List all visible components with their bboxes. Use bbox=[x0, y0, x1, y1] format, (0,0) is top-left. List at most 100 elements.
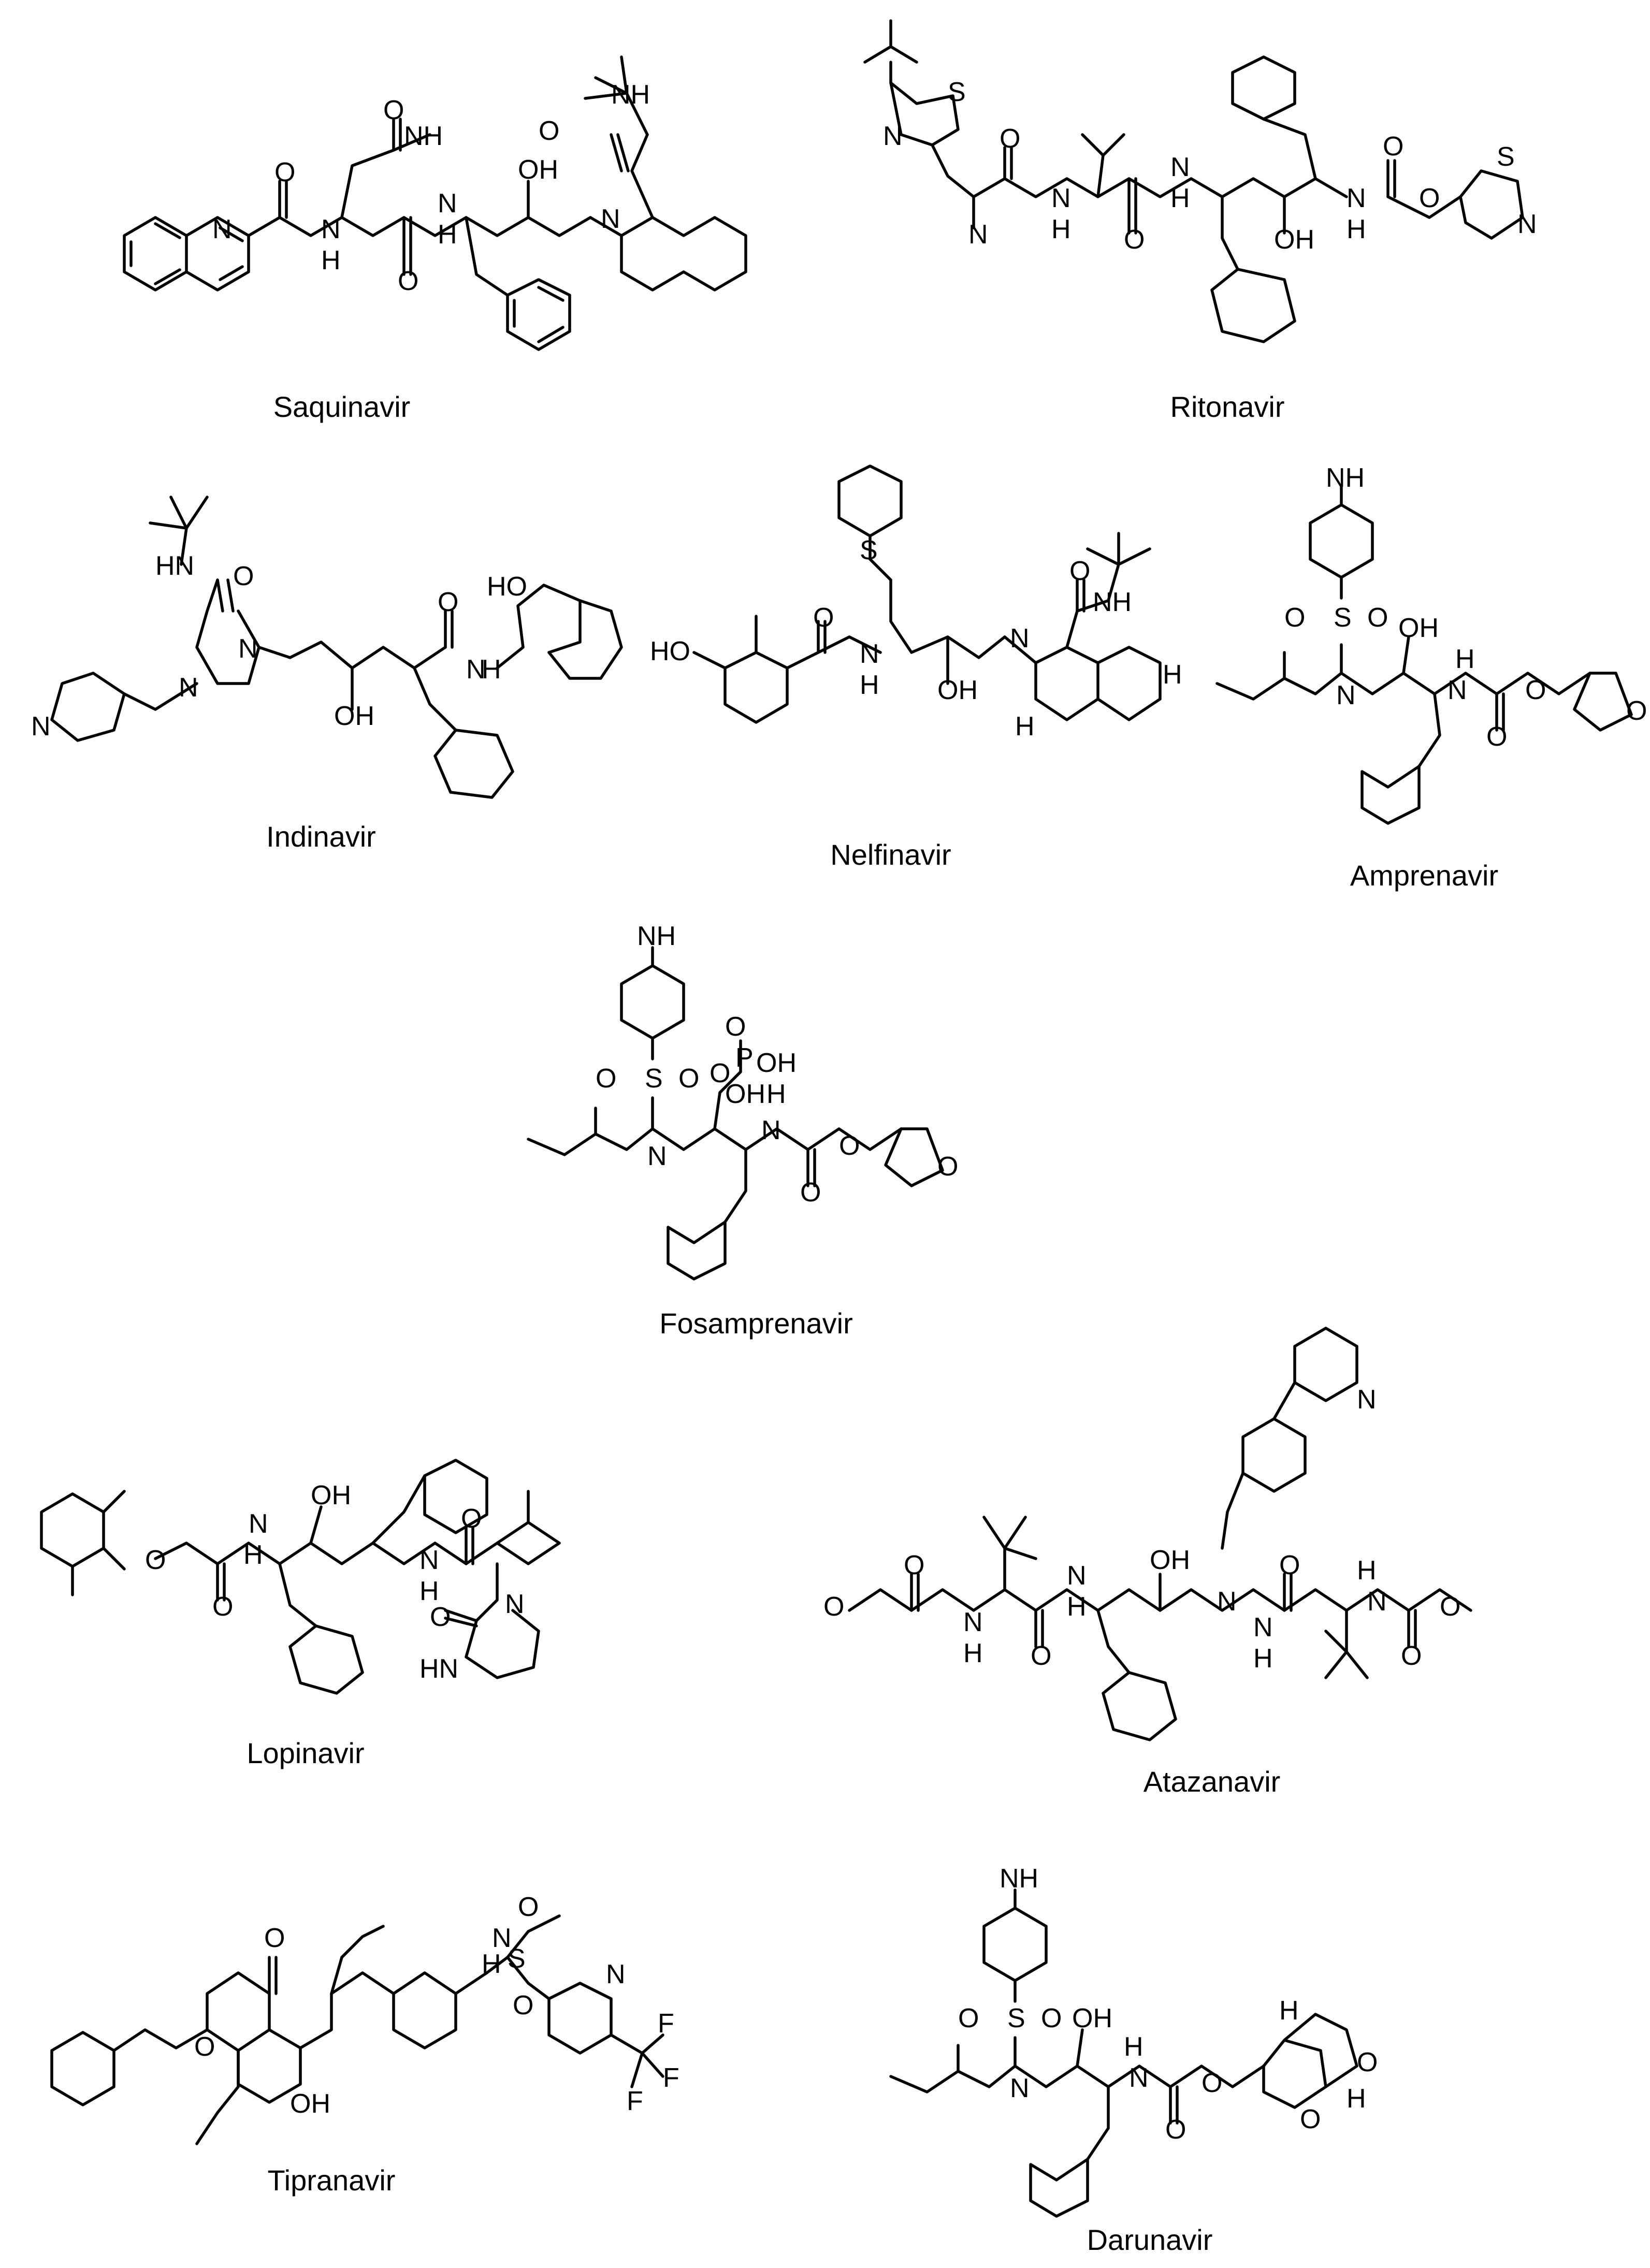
atom-label: O bbox=[958, 2003, 979, 2033]
bond-lines bbox=[444, 609, 454, 649]
atom-label: N bbox=[1170, 152, 1190, 182]
bond-lines bbox=[1127, 177, 1137, 235]
atom-label: N bbox=[466, 655, 486, 685]
caption-tipranavir: Tipranavir bbox=[268, 2164, 396, 2197]
atom-label: H bbox=[1455, 644, 1475, 674]
atom-label: N bbox=[968, 220, 988, 250]
bond-lines bbox=[713, 1039, 742, 1130]
atom-label: N bbox=[419, 1545, 439, 1575]
atom-label: H bbox=[766, 1079, 786, 1109]
bond-lines bbox=[1324, 1609, 1369, 1679]
bond-lines bbox=[1003, 146, 1013, 180]
structure-fosamprenavir: NH O S O N O O P OH OH H N O O O Fosampr… bbox=[527, 921, 958, 1340]
bond-lines bbox=[1283, 1573, 1293, 1612]
atom-label: O bbox=[461, 1504, 482, 1534]
bond-lines bbox=[433, 729, 514, 799]
bond-lines bbox=[206, 1971, 271, 2031]
atom-label: N bbox=[238, 634, 258, 664]
bond-lines bbox=[1169, 2085, 1179, 2125]
caption-ritonavir: Ritonavir bbox=[1170, 390, 1285, 423]
atom-label: O bbox=[1357, 2047, 1378, 2077]
bond-lines bbox=[299, 1971, 457, 2049]
atom-label: P bbox=[735, 1043, 754, 1073]
bond-lines bbox=[40, 1492, 105, 1568]
atom-label: N bbox=[212, 214, 232, 244]
atom-label: O bbox=[1284, 603, 1305, 633]
bond-lines bbox=[1210, 268, 1296, 343]
bond-lines bbox=[723, 651, 820, 724]
bond-lines bbox=[1086, 532, 1151, 602]
atom-label: OH bbox=[1274, 225, 1314, 255]
atom-label: S bbox=[1007, 2003, 1025, 2033]
atom-label: NH bbox=[611, 80, 650, 110]
atom-label: NH bbox=[1000, 1864, 1038, 1894]
atom-label: H bbox=[1051, 214, 1071, 244]
atom-label: H bbox=[419, 1576, 439, 1606]
bond-lines bbox=[527, 1096, 654, 1156]
bond-lines bbox=[465, 1526, 474, 1565]
atom-label: O bbox=[539, 116, 559, 146]
bond-lines bbox=[423, 1459, 488, 1534]
bond-lines bbox=[1034, 1609, 1044, 1648]
bond-lines bbox=[216, 578, 235, 613]
bond-lines bbox=[1231, 55, 1296, 121]
bond-lines bbox=[465, 216, 509, 297]
atom-label: O bbox=[1041, 2003, 1062, 2033]
atom-label: H bbox=[1279, 1996, 1299, 2026]
atom-label: HO bbox=[487, 572, 527, 602]
bond-lines bbox=[1293, 1327, 1358, 1402]
bond-lines bbox=[982, 1516, 1037, 1591]
bond-lines bbox=[1215, 643, 1343, 701]
atom-label: O bbox=[1202, 2068, 1222, 2098]
atom-label: H bbox=[1067, 1592, 1087, 1622]
atom-label: O bbox=[823, 1592, 844, 1622]
atom-label: HO bbox=[650, 636, 690, 666]
bond-lines bbox=[1402, 635, 1410, 675]
atom-label: N bbox=[179, 673, 198, 703]
atom-label: O bbox=[145, 1545, 166, 1575]
atom-label: O bbox=[1165, 2115, 1186, 2145]
atom-label: O bbox=[194, 2032, 215, 2062]
atom-label: NH bbox=[637, 921, 676, 951]
bond-lines bbox=[1081, 133, 1125, 198]
bond-lines bbox=[496, 1490, 561, 1545]
atom-label: O bbox=[1279, 1550, 1300, 1580]
atom-label: O bbox=[212, 1592, 233, 1622]
atom-label: OH bbox=[518, 155, 558, 185]
bond-lines bbox=[547, 1982, 613, 2055]
atom-label: O bbox=[1440, 1592, 1460, 1622]
atom-label: OH bbox=[334, 701, 374, 731]
atom-label: H bbox=[1015, 711, 1035, 742]
atom-label: S bbox=[508, 1944, 526, 1974]
bond-lines bbox=[402, 216, 412, 276]
bond-lines bbox=[123, 682, 198, 711]
atom-label: N bbox=[601, 204, 620, 234]
bond-lines bbox=[889, 578, 1006, 659]
atom-label: N bbox=[249, 1509, 268, 1539]
caption-darunavir: Darunavir bbox=[1087, 2223, 1213, 2256]
bond-lines bbox=[195, 2049, 240, 2145]
bond-lines bbox=[154, 1542, 561, 1565]
bond-lines bbox=[185, 216, 250, 292]
bond-lines bbox=[723, 1148, 747, 1224]
atom-label: H bbox=[482, 655, 501, 685]
atom-label: S bbox=[1497, 142, 1515, 172]
atom-label: NH bbox=[404, 121, 443, 151]
atom-label: O bbox=[678, 1064, 699, 1094]
bond-lines bbox=[1407, 1609, 1417, 1648]
atom-label: N bbox=[963, 1607, 983, 1637]
bond-lines bbox=[129, 222, 181, 285]
bond-lines bbox=[1034, 646, 1099, 721]
atom-label: H bbox=[1253, 1644, 1273, 1674]
atom-label: N bbox=[1448, 675, 1467, 705]
atom-label: N bbox=[647, 1141, 667, 1171]
atom-label: N bbox=[1051, 183, 1071, 213]
atom-label: H bbox=[482, 1949, 501, 1979]
atom-label: O bbox=[596, 1064, 616, 1094]
structure-ritonavir: S N O N N H O N H OH N H O O S N Ritonav… bbox=[863, 19, 1537, 423]
atom-label: O bbox=[383, 95, 404, 125]
bond-lines bbox=[817, 620, 827, 654]
bond-lines bbox=[454, 1956, 509, 1995]
atom-label: S bbox=[645, 1064, 663, 1094]
atom-label: O bbox=[1124, 225, 1145, 255]
